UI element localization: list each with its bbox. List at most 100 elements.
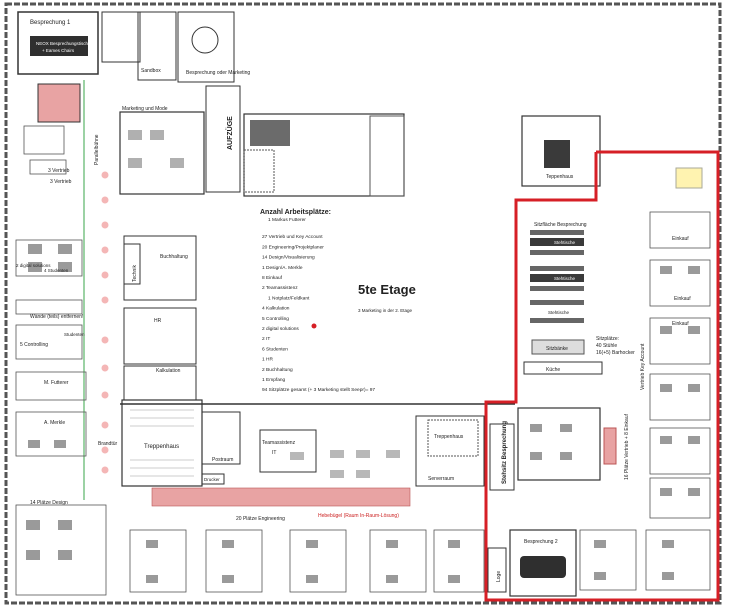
label-teamassistenz: Teamassistenz [262, 440, 296, 446]
label-technik: Technik [132, 265, 138, 282]
label-stehtisch1: Stehtische [554, 240, 576, 245]
round-table [191, 26, 219, 54]
stair-top [243, 149, 275, 193]
sitzbaenke-box [531, 339, 585, 355]
postraum-room [201, 411, 241, 465]
bottom-desk-row [129, 529, 485, 593]
marketing-desks [128, 130, 184, 168]
lower-right-desks [530, 424, 572, 460]
workplace-line: 2 IT [262, 336, 270, 342]
room-label-controlling: 5 Controlling [20, 342, 48, 348]
workplace-line: 4 Kalkulation [262, 306, 290, 312]
workplace-line: 94 Sitzplätze gesamt (+ 3 Marketing stel… [262, 387, 375, 393]
label-sitzplaetze2: 40 Stühle [596, 343, 617, 349]
left-desk-fills [26, 244, 72, 560]
room-label-digital: 2 digital solutions [16, 263, 51, 268]
room-label-studenten: Studenten [64, 332, 85, 337]
label-stehtisch2: Stehtische [554, 276, 576, 281]
marketing-room [119, 111, 205, 195]
meeting-marketing-room [177, 11, 235, 83]
treppenhaus-right [427, 419, 479, 457]
label-sitzplaetze: Sitzplätze: [596, 336, 619, 342]
label-vertrieb16: 16 Plätze Vertrieb + 8 Einkauf [624, 413, 630, 480]
technik-room [123, 243, 141, 285]
label-vertrieb-account: Vertrieb Key Account [640, 343, 646, 390]
workplace-line: 8 Einkauf [262, 275, 283, 281]
bottom-right-fills [594, 540, 674, 580]
label-einkauf3: Einkauf [672, 321, 689, 327]
workplace-line: 1 Design/A. Merkle [262, 265, 303, 271]
workplace-line: 5 Controlling [262, 316, 289, 322]
room-label-merkle: A. Merkle [44, 420, 65, 426]
label-sitzflaeche: Sitzfläche Besprechung [534, 222, 587, 228]
room-label-sandbox: Sandbox [141, 68, 161, 74]
label-sitzbaenke: Sitzbänke [546, 346, 568, 352]
room-small-top [101, 11, 141, 63]
meeting-table-2 [520, 556, 566, 578]
room-label-futterer: M. Futterer [44, 380, 69, 386]
label-sitzplaetze3: 16(+5) Barhocker [596, 350, 635, 356]
elevator-core [205, 85, 241, 193]
workplace-line: 1 Empfang [262, 377, 286, 383]
red-cabinet [603, 427, 617, 465]
label-brandtuer: Brandtür [98, 441, 118, 447]
hr-room [123, 307, 197, 365]
workplace-line: 2 digital solutions [262, 326, 299, 332]
label-besprechung2: Besprechung 2 [524, 539, 558, 545]
label-teppenhaus: Teppenhaus [546, 174, 574, 180]
serverraum-room [415, 415, 485, 487]
workplace-line: 1 Notplatz/Feldkant [268, 295, 310, 301]
label-stehsitz: Stehsitz Besprechung [502, 421, 508, 484]
label-drucker: Drucker [204, 477, 220, 482]
dark-shaft [250, 120, 290, 146]
lounge-tables [530, 238, 584, 282]
room-label-buchhaltung: Buchhaltung [160, 254, 188, 260]
workplace-line: 1 HR [262, 357, 273, 363]
label-engineering20: 20 Plätze Engineering [236, 516, 285, 522]
workplace-line: 2 Buchhaltung [262, 367, 293, 373]
highlight-border [484, 150, 720, 602]
kueche-box [523, 361, 603, 375]
core-right [369, 115, 405, 197]
label-aufzuege: AUFZÜGE [225, 116, 234, 150]
building-outline [4, 2, 722, 605]
room-label-kalkulation: Kalkulation [156, 368, 181, 374]
room-label-besprechung1: Besprechung 1 [30, 20, 71, 26]
right-desk-fills [660, 266, 700, 496]
room-label-marketing-mode: Marketing und Mode [122, 106, 168, 112]
label-einkauf1: Einkauf [672, 236, 689, 242]
label-treppenhaus-r: Treppenhaus [434, 434, 464, 440]
bottom-right-desks [579, 529, 711, 591]
label-it: IT [272, 450, 276, 456]
workplace-line: 20 Engineering/Projektplaner [262, 244, 324, 250]
label-hebebuegel: Hebebügel (Raum In-Raum-Lösung) [318, 513, 399, 519]
lower-right-rooms [517, 407, 601, 481]
treppenhaus-left [121, 399, 203, 487]
lounge-chairs [530, 230, 584, 323]
workplace-line: 14 Design/Visualisierung [262, 255, 315, 261]
pink-dots [101, 171, 109, 474]
right-desk-blocks [649, 211, 711, 519]
teppenhaus-dark [544, 140, 570, 168]
workplace-line: 1 Markus Futterer [268, 217, 306, 223]
workplace-line: 2 Teamassistenz [262, 285, 298, 291]
dark-stair-box [489, 423, 515, 491]
teamassistenz-room [259, 429, 317, 473]
room-label-besp-marketing: Besprechung oder Marketing [186, 70, 250, 76]
bottom-desk-fills [146, 540, 460, 583]
room-label-neox: NEOX Besprechungstisch [36, 41, 89, 46]
neox-table [30, 36, 88, 56]
room-label-neox2: + Eames Chairs [42, 48, 75, 53]
floor-title: 5te Etage [358, 282, 416, 297]
yellow-table [675, 167, 703, 189]
sandbox-room [137, 11, 177, 81]
label-postraum: Postraum [212, 457, 233, 463]
room-label-waende: Wände (teils) entfernen! [30, 314, 83, 320]
loge-room [487, 547, 507, 593]
mid-desks [290, 450, 400, 478]
red-marker [311, 323, 317, 329]
meeting-room-1 [17, 11, 99, 75]
workplaces-title: Anzahl Arbeitsplätze: [260, 209, 331, 216]
